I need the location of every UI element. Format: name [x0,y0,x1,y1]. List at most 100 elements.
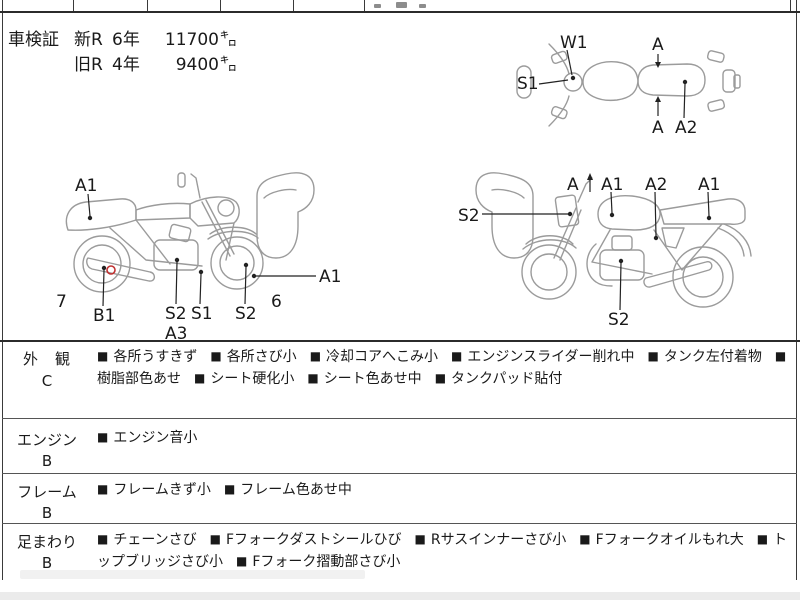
shaken-years: 4年 [112,55,140,75]
mid-rule [0,340,800,342]
shaken-row: 車検証新R 6年 11700㌔ [8,28,237,53]
cell-divider [147,0,148,11]
cell-divider [73,0,74,11]
label-a3: A3 [165,324,187,344]
section-name: フレーム [17,483,77,501]
shaken-distance: 9400 [175,55,219,75]
label-a1-rear: A1 [75,176,97,196]
row-rule [2,418,797,419]
section-items: ■チェーンさび ■Fフォークダストシールひび ■Rサスインナーさび小 ■Fフォークオイ… [97,530,793,573]
section-name: エンジン [16,431,77,449]
label-s2-fork: S2 [235,304,257,324]
checkbox-filled-icon: ■ [209,532,221,546]
label-s2-engine: S2 [165,304,187,324]
condition-item: ■シート硬化小 [194,370,295,387]
condition-item: ■冷却コアへこみ小 [309,349,439,365]
checkbox-filled-icon: ■ [223,482,236,496]
checkbox-filled-icon: ■ [756,532,769,546]
section-items: ■エンジン音小 [97,428,793,450]
checkbox-filled-icon: ■ [309,349,322,363]
label-a-bottom: A [652,118,664,138]
cutoff-text-fragment [374,4,381,8]
label-b1: B1 [93,306,115,326]
checkbox-filled-icon: ■ [97,482,109,496]
condition-item: ■Rサスインナーさび小 [414,532,567,548]
label-a: A [567,175,579,195]
label-a-top: A [652,35,664,55]
section-grade: B [41,452,53,470]
condition-item: ■チェーンさび [97,532,197,548]
condition-item: ■エンジン音小 [97,430,198,446]
condition-item: ■Fフォークオイルもれ大 [579,532,744,548]
section-items: ■フレームきず小■フレーム色あせ中 [97,480,793,502]
section-grade: B [41,554,53,572]
checkbox-filled-icon: ■ [97,349,109,363]
condition-item: ■Fフォーク摺動部さび小 [236,553,401,570]
label-s2-engine: S2 [608,310,630,330]
left-border [2,0,3,580]
checkbox-filled-icon: ■ [579,532,591,546]
cutoff-text-fragment [396,2,407,8]
shaken-years: 6年 [112,30,140,50]
condition-item: ■フレームきず小 [97,482,211,498]
shaken-unit: ㌔ [220,30,237,50]
cutoff-text-fragment [419,4,426,8]
checkbox-filled-icon: ■ [451,349,463,363]
condition-item: ■シート色あせ中 [307,370,422,387]
label-7: 7 [56,292,67,312]
checkbox-filled-icon: ■ [236,553,248,568]
checkbox-filled-icon: ■ [97,430,109,444]
cell-divider [293,0,294,11]
section-name: 外 観 [22,350,71,368]
top-rule [0,11,800,13]
label-s2-cowl: S2 [458,206,480,226]
label-s1: S1 [517,74,539,94]
label-a1-tail: A1 [698,175,720,195]
checkbox-filled-icon: ■ [307,370,319,385]
motorcycle-left-view-art [65,172,315,293]
section-name: 足まわり [16,533,77,551]
section-grade: C [41,372,53,390]
checkbox-filled-icon: ■ [774,349,787,363]
motorcycle-right-view-diagram: S2 A A1 A2 A1 S2 [458,172,752,330]
section-grade: B [41,504,53,522]
cell-divider [790,0,791,11]
shaken-block: 車検証新R 6年 11700㌔ 旧R 4年 9400㌔ [8,28,237,78]
label-w1: W1 [560,33,588,53]
label-a1-front: A1 [319,267,341,287]
label-a1-tank: A1 [601,175,623,195]
shaken-era: 新R [74,30,103,50]
cell-divider [220,0,221,11]
label-a2: A2 [675,118,697,138]
bottom-cutoff-strip [0,592,800,600]
shaken-distance: 11700 [164,30,219,50]
condition-item: ■タンク左付着物 [647,349,762,365]
red-mark-circle [106,265,116,275]
condition-item: ■樹脂部色あせ [97,349,787,387]
row-rule [2,473,797,474]
right-border [796,0,797,580]
condition-item: ■各所うすきず [97,349,198,365]
label-a2: A2 [645,175,667,195]
checkbox-filled-icon: ■ [414,532,426,546]
shaken-title: 車検証 [8,30,59,50]
cell-divider [364,0,365,11]
bleed-through-ghost [20,570,365,579]
motorcycle-left-view-diagram: A1 7 B1 S2 A3 S1 S2 6 A1 [56,172,341,344]
row-rule [2,523,797,524]
shaken-unit: ㌔ [220,55,237,75]
condition-item: ■トップブリッジさび小 [97,532,788,570]
checkbox-filled-icon: ■ [194,370,206,385]
shaken-row: 旧R 4年 9400㌔ [8,53,237,78]
condition-item: ■Fフォークダストシールひび [209,532,402,548]
label-s1: S1 [191,304,213,324]
condition-item: ■各所さび小 [210,349,297,365]
motorcycle-top-view-art [516,43,741,127]
checkbox-filled-icon: ■ [647,349,659,363]
checkbox-filled-icon: ■ [210,349,222,363]
condition-item: ■タンクパッド貼付 [434,370,563,387]
condition-item: ■エンジンスライダー削れ中 [451,349,635,365]
shaken-era: 旧R [74,55,103,75]
checkbox-filled-icon: ■ [434,370,447,385]
